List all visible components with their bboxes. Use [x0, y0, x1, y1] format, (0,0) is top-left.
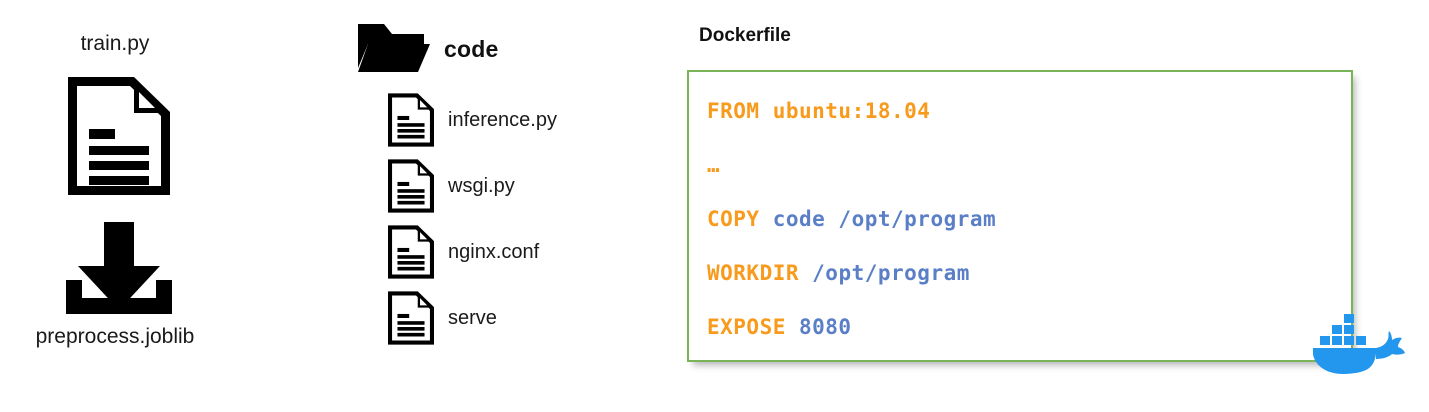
code-argument: 8080	[785, 315, 852, 339]
dockerfile-title: Dockerfile	[699, 25, 791, 46]
dockerfile-group: Dockerfile FROM ubuntu:18.04 … COPY code…	[687, 0, 1429, 412]
folder-icon	[358, 22, 430, 77]
code-folder-group: code inference.py	[340, 0, 680, 412]
dockerfile-code-box: FROM ubuntu:18.04 … COPY code /opt/progr…	[687, 70, 1353, 362]
code-argument: ubuntu:18.04	[759, 99, 931, 123]
code-line: EXPOSE 8080	[707, 300, 1341, 354]
code-line: …	[707, 138, 1341, 192]
file-label: nginx.conf	[448, 240, 540, 263]
code-argument: code /opt/program	[759, 207, 997, 231]
list-item: wsgi.py	[388, 159, 515, 213]
train-script-label: train.py	[80, 32, 150, 55]
code-line: WORKDIR /opt/program	[707, 246, 1341, 300]
document-icon	[388, 225, 434, 279]
download-arrow-icon	[60, 222, 178, 319]
list-item: inference.py	[388, 93, 557, 147]
document-icon	[388, 159, 434, 213]
file-label: serve	[448, 306, 497, 329]
folder-label: code	[444, 36, 499, 62]
code-line: COPY code /opt/program	[707, 192, 1341, 246]
code-line: FROM ubuntu:18.04	[707, 84, 1341, 138]
code-ellipsis: …	[707, 153, 721, 177]
file-label: inference.py	[448, 108, 557, 131]
docker-whale-icon	[1312, 313, 1405, 375]
training-artifacts-group: train.py preprocess.joblib	[0, 0, 340, 412]
folder-row: code	[358, 22, 498, 77]
document-icon	[388, 93, 434, 147]
list-item: serve	[388, 291, 497, 345]
code-argument: /opt/program	[799, 261, 970, 285]
dockerfile-code: FROM ubuntu:18.04 … COPY code /opt/progr…	[707, 84, 1341, 354]
document-icon	[68, 77, 170, 195]
code-keyword: EXPOSE	[707, 315, 786, 339]
document-icon	[388, 291, 434, 345]
file-label: wsgi.py	[448, 174, 515, 197]
code-keyword: WORKDIR	[707, 261, 800, 285]
code-keyword: FROM	[707, 99, 760, 123]
code-keyword: COPY	[707, 207, 760, 231]
preprocess-artifact-label: preprocess.joblib	[35, 325, 195, 348]
list-item: nginx.conf	[388, 225, 539, 279]
